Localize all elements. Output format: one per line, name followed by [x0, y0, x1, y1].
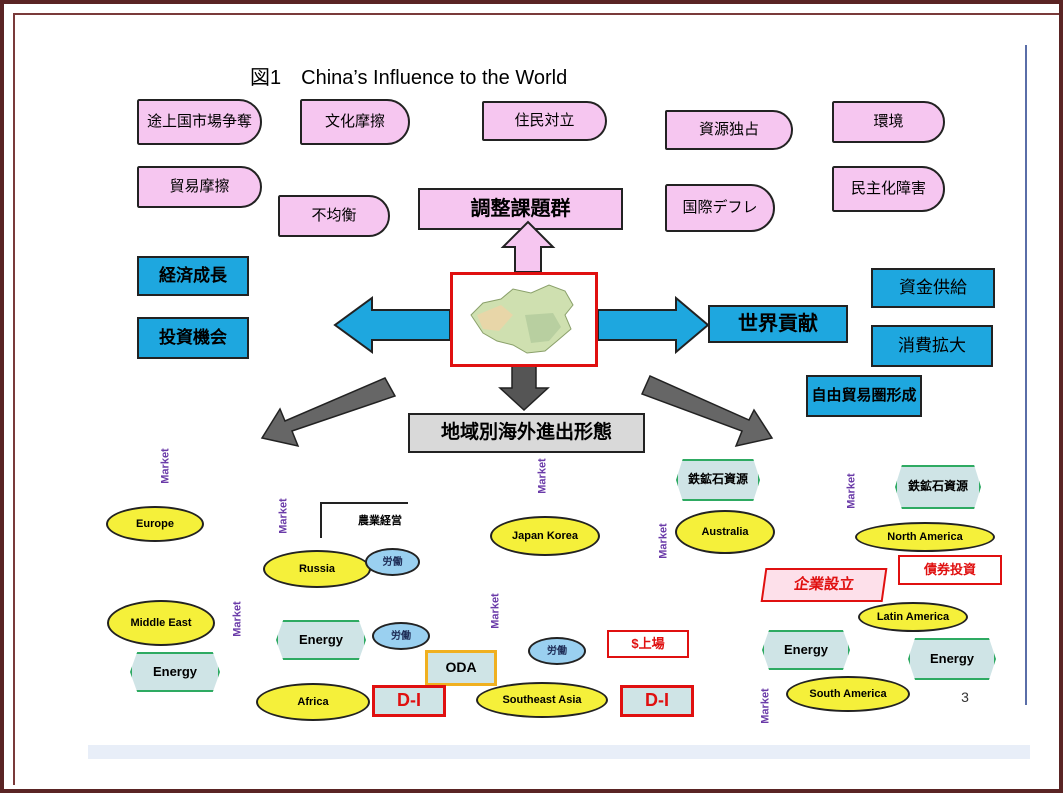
issue-environment: 環境 [832, 101, 945, 143]
page-number: 3 [961, 689, 969, 706]
slide-title: 図1 China’s Influence to the World [250, 67, 568, 89]
energy-tag: Energy [276, 620, 366, 660]
arrow-right-icon [597, 295, 710, 355]
region-latin-america: Latin America [858, 602, 968, 632]
market-mark: Market [231, 601, 244, 637]
arrow-down-right-icon [640, 375, 774, 448]
listing-box: $上場 [607, 630, 689, 658]
market-mark: Market [159, 448, 172, 484]
iron-ore-resource-tag: 鉄鉱石資源 [895, 465, 981, 509]
consumption-expansion: 消費拡大 [871, 325, 993, 367]
agri-management-label: 農業経営 [320, 502, 408, 538]
inner-frame [13, 13, 1059, 785]
issue-democratization-obstacle: 民主化障害 [832, 166, 945, 212]
region-japan-korea: Japan Korea [490, 516, 600, 556]
china-map-frame [450, 272, 598, 367]
market-mark: Market [845, 473, 858, 509]
oda-box: ODA [425, 650, 497, 686]
slide-right-rule [1025, 45, 1027, 705]
issue-cultural-friction: 文化摩擦 [300, 99, 410, 145]
service-label: 労働 [372, 622, 430, 650]
region-europe: Europe [106, 506, 204, 542]
market-mark: Market [657, 523, 670, 559]
region-russia: Russia [263, 550, 371, 588]
service-label: 労働 [528, 637, 586, 665]
bond-investment-box: 債券投資 [898, 555, 1002, 585]
world-contribution: 世界貢献 [708, 305, 848, 343]
market-mark: Market [489, 593, 502, 629]
region-south-america: South America [786, 676, 910, 712]
iron-ore-resource-tag: 鉄鉱石資源 [676, 459, 760, 501]
arrow-down-left-icon [260, 377, 397, 448]
region-southeast-asia: Southeast Asia [476, 682, 608, 718]
issue-trade-friction: 貿易摩擦 [137, 166, 262, 208]
issue-developing-market: 途上国市場争奪 [137, 99, 262, 145]
issue-resource-monopoly: 資源独占 [665, 110, 793, 150]
issue-international-deflation: 国際デフレ [665, 184, 775, 232]
energy-tag: Energy [762, 630, 850, 670]
region-africa: Africa [256, 683, 370, 721]
arrow-down-icon [498, 364, 550, 412]
slide-bottom-band [88, 745, 1030, 759]
direct-investment-box: D-I [620, 685, 694, 717]
service-label: 労働 [365, 548, 420, 576]
market-mark: Market [536, 458, 549, 494]
energy-tag: Energy [908, 638, 996, 680]
issue-imbalance: 不均衡 [278, 195, 390, 237]
fund-supply: 資金供給 [871, 268, 995, 308]
adjustment-issues-box: 調整課題群 [418, 188, 623, 230]
issue-resident-conflict: 住民対立 [482, 101, 607, 141]
market-mark: Market [277, 498, 290, 534]
market-mark: Market [759, 688, 772, 724]
arrow-up-icon [500, 220, 556, 273]
overseas-expansion-label: 地域別海外進出形態 [408, 413, 645, 453]
company-establishment-box: 企業設立 [760, 568, 888, 602]
investment-opportunity: 投資機会 [137, 317, 249, 359]
energy-tag: Energy [130, 652, 220, 692]
region-australia: Australia [675, 510, 775, 554]
free-trade-area: 自由貿易圏形成 [806, 375, 922, 417]
china-map-icon [470, 284, 574, 354]
region-north-america: North America [855, 522, 995, 552]
region-middle-east: Middle East [107, 600, 215, 646]
direct-investment-box: D-I [372, 685, 446, 717]
economic-growth: 経済成長 [137, 256, 249, 296]
arrow-left-icon [333, 296, 451, 354]
